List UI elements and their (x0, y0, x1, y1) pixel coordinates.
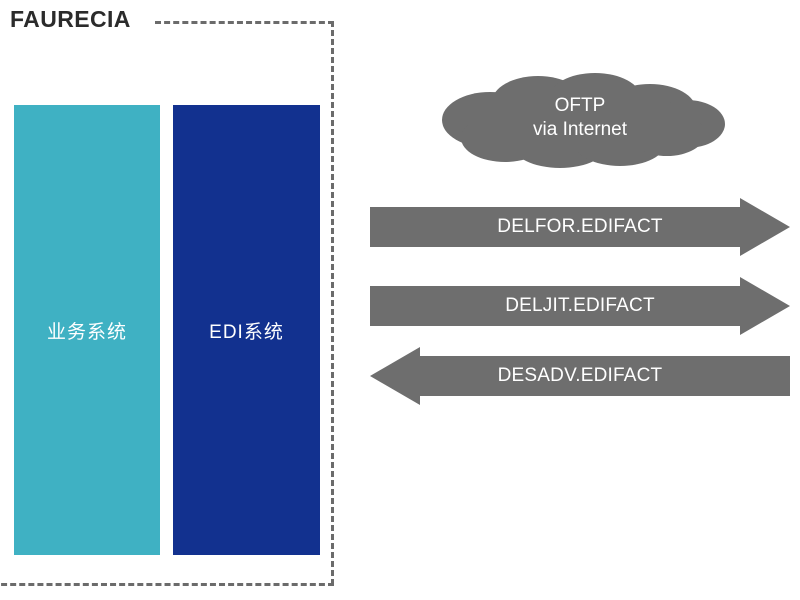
company-title: FAURECIA (10, 6, 131, 32)
edi-system-label: EDI系统 (209, 321, 284, 343)
company-boundary-bottom (0, 583, 334, 586)
internet-cloud[interactable]: OFTP via Internet (435, 68, 725, 168)
arrow-right-icon (370, 277, 790, 335)
message-arrow-desadv[interactable]: DESADV.EDIFACT (370, 347, 790, 405)
company-boundary-right (331, 21, 334, 585)
business-system-label: 业务系统 (46, 321, 127, 343)
arrow-right-icon (370, 198, 790, 256)
company-boundary-top (155, 21, 334, 24)
cloud-icon (442, 73, 725, 168)
message-arrow-delfor[interactable]: DELFOR.EDIFACT (370, 198, 790, 256)
edi-system-box[interactable]: EDI系统 (173, 105, 320, 555)
message-arrow-deljit[interactable]: DELJIT.EDIFACT (370, 277, 790, 335)
business-system-box[interactable]: 业务系统 (14, 105, 160, 555)
arrow-left-icon (370, 347, 790, 405)
